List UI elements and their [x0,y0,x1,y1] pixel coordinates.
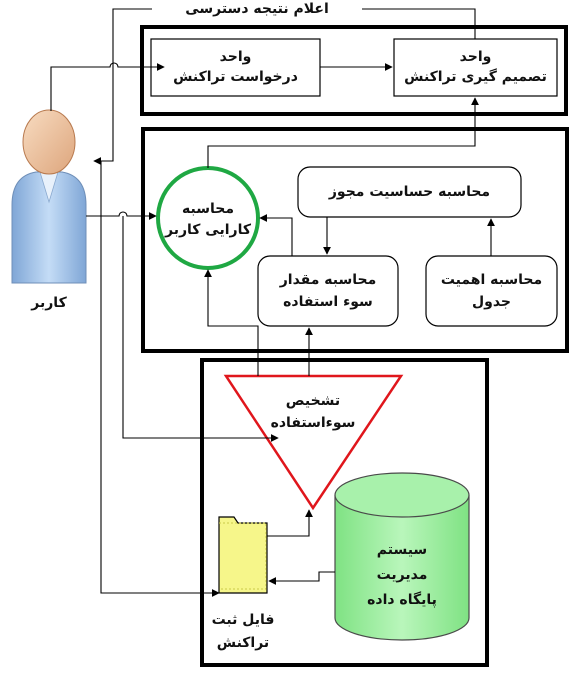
request-unit-label-2: درخواست تراکنش [173,69,298,85]
edge-db-to-log [268,571,335,585]
edge-user-to-log [100,161,220,597]
log-file-icon [218,516,268,594]
middle-container [141,127,569,353]
request-unit-label-1: واحد [219,49,252,65]
log-file-label-2: تراکنش [216,635,270,651]
decision-unit-label-2: تصمیم گیری تراکنش [404,69,547,85]
database-cylinder [334,472,470,641]
bottom-container [200,358,489,667]
misuse-amount-box [257,255,399,327]
table-importance-box [425,255,558,327]
connectors [50,8,495,597]
edge-misuse-to-performance [259,214,293,256]
edge-performance-to-decision [207,97,479,168]
edge-access-result [93,8,476,165]
misuse-amount-label-1: محاسبه مقدار [279,272,377,288]
misuse-detection-label-2: سوءاستفاده [270,415,356,431]
decision-unit-box [393,38,558,97]
log-file-label-1: فایل ثبت [211,612,275,628]
edge-user-to-detection [122,216,279,442]
top-container [140,25,568,116]
user-performance-label-1: محاسبه [182,201,234,217]
decision-unit-label-1: واحد [459,49,492,65]
dbms-label-1: سیستم [376,542,428,558]
table-importance-label-2: جدول [471,294,512,310]
edge-user-to-request [50,62,165,111]
edge-user-to-performance [86,211,157,220]
permission-sensitivity-box [297,166,522,218]
misuse-detection-label-1: تشخیص [285,393,341,409]
edge-log-to-detection [267,509,313,537]
misuse-detection-triangle [223,374,404,511]
request-unit-box [150,38,321,97]
user-label: کاربر [31,295,67,311]
edge-label-access-result: اعلام نتیجه دسترسی [152,0,362,18]
misuse-amount-label-2: سوء استفاده [283,294,373,310]
user-performance-label-2: کارایی کاربر [165,222,251,238]
permission-sensitivity-label: محاسبه حساسیت مجوز [328,184,491,200]
table-importance-label-1: محاسبه اهمیت [440,272,543,288]
dbms-label-3: پایگاه داده [367,592,437,608]
edge-detection-to-performance [204,269,259,376]
dbms-label-2: مدیریت [376,567,428,583]
user-figure [11,109,87,284]
